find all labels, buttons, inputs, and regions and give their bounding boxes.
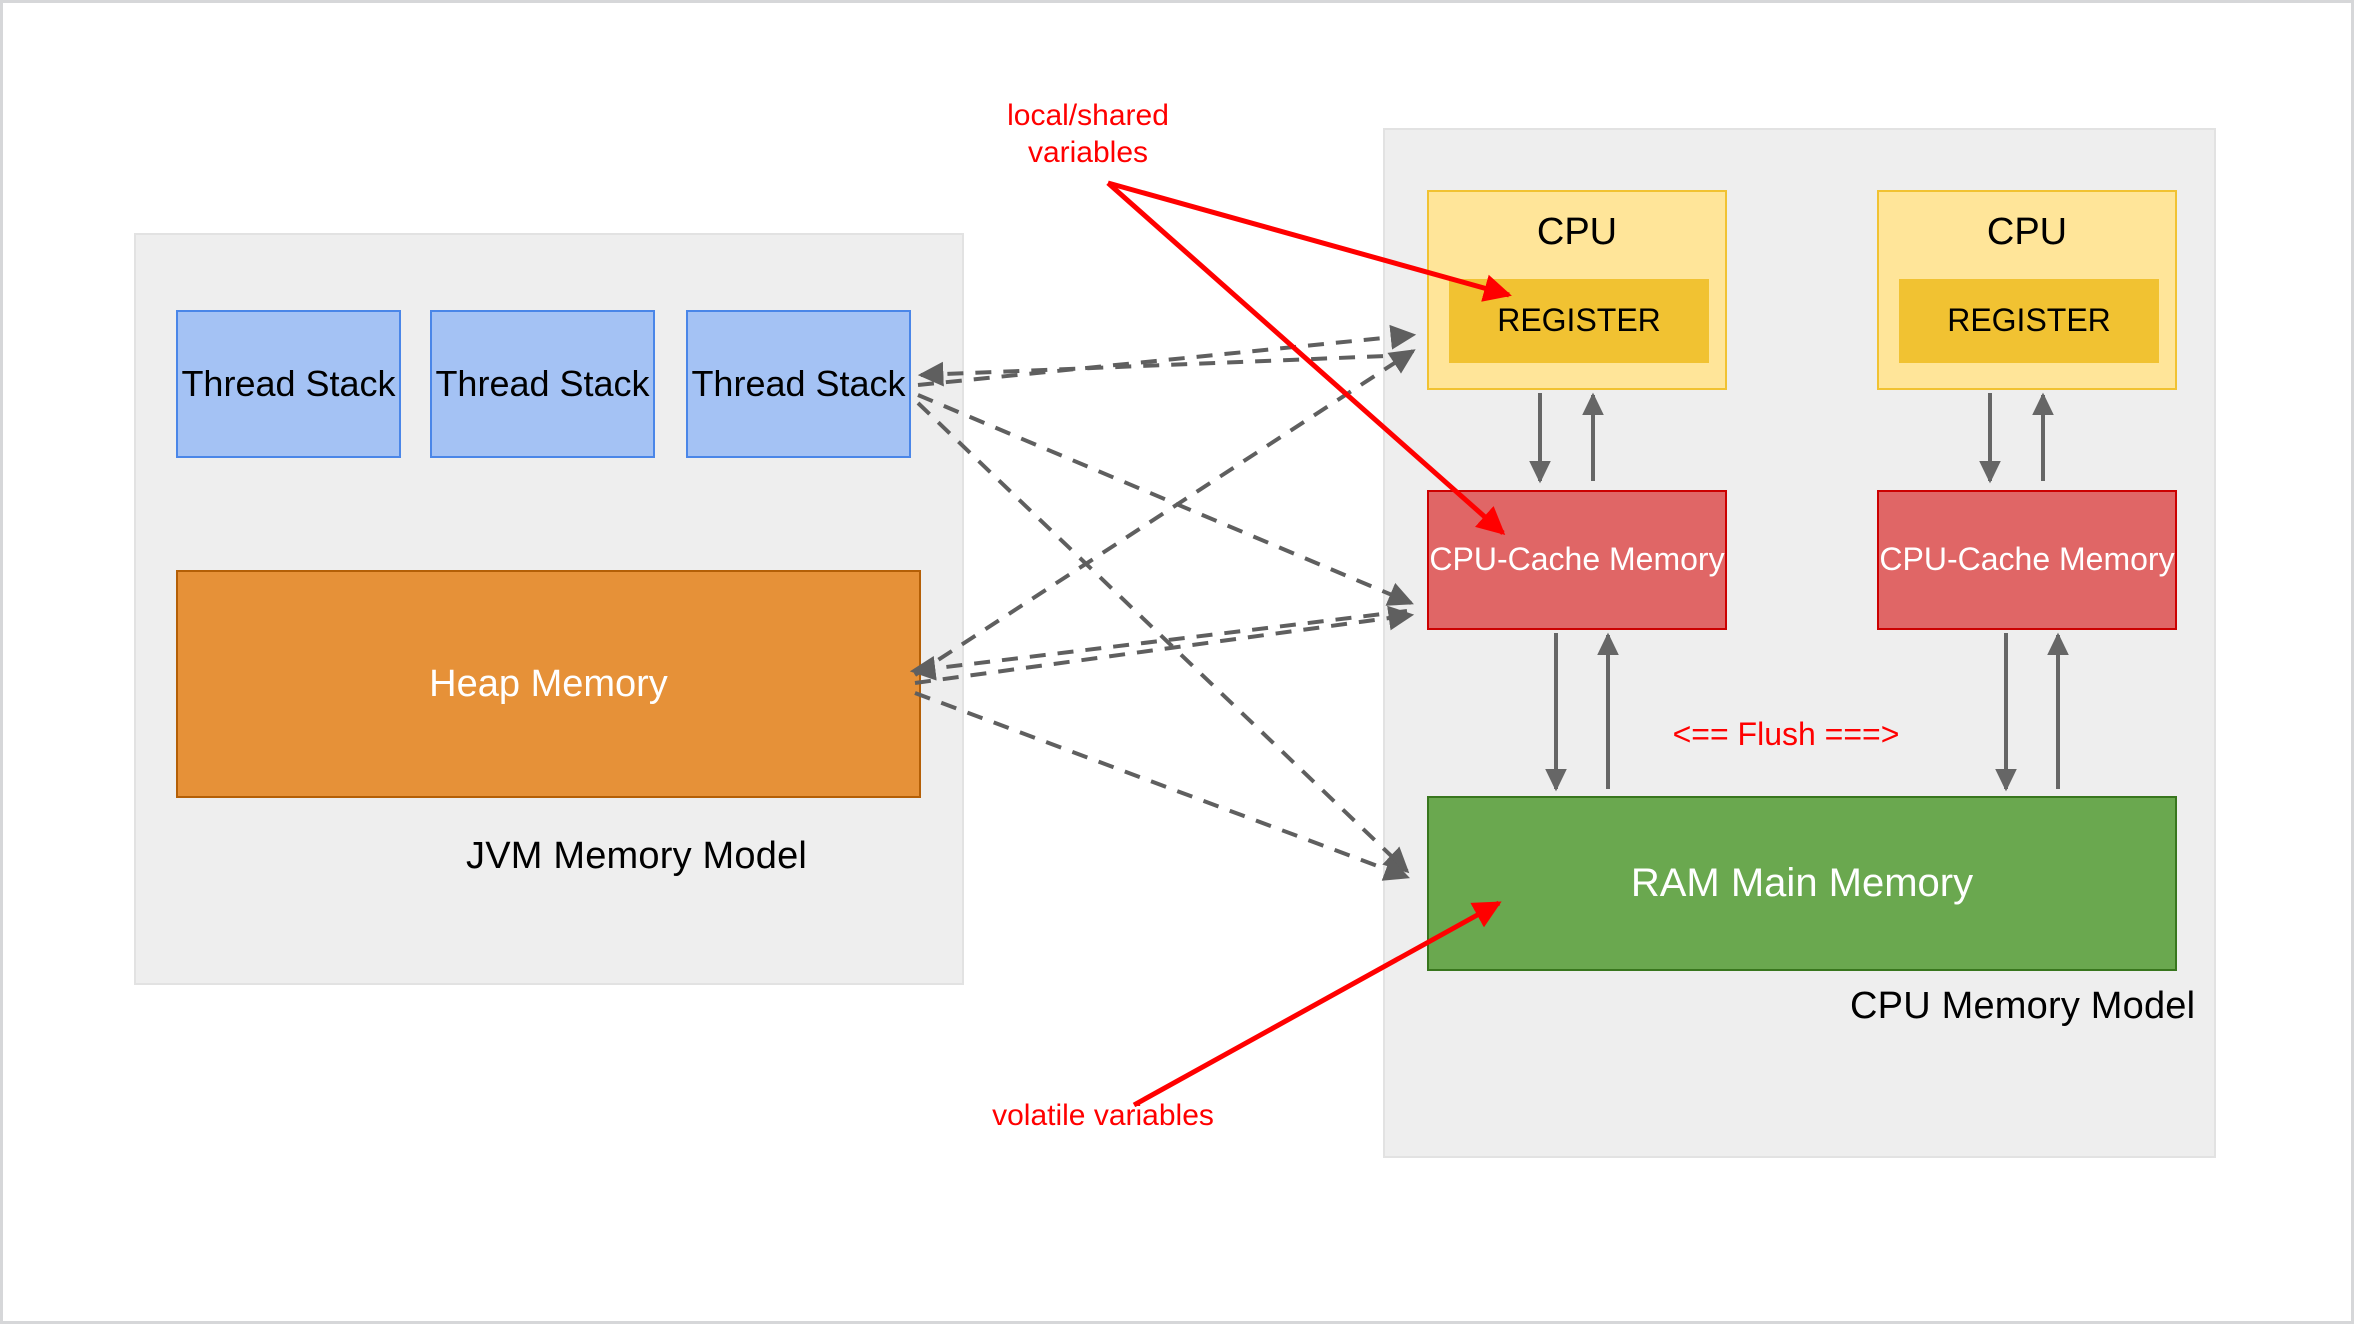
jvm-panel-title: JVM Memory Model xyxy=(466,835,808,877)
cpu-label-2: CPU xyxy=(1986,211,2068,253)
annotation-flush-label: <== Flush ===> xyxy=(1672,716,1900,752)
cpu-box-1[interactable]: CPU REGISTER xyxy=(1427,190,1727,390)
cpu-panel-title: CPU Memory Model xyxy=(1850,985,2196,1027)
thread-stack-box-1[interactable]: Thread Stack xyxy=(176,310,401,458)
connector-threadstack-to-cache xyxy=(917,393,1414,606)
connector-threadstack-to-ram xyxy=(916,401,1410,874)
connector-threadstack-to-register xyxy=(917,324,1417,387)
register-box-1[interactable]: REGISTER xyxy=(1449,279,1709,363)
annotation-local-shared-variables: local/shared variables xyxy=(1007,99,1169,169)
connector-heap-to-cache xyxy=(914,605,1415,685)
annotation-volatile-variables: volatile variables xyxy=(992,1099,1214,1132)
thread-stack-box-3[interactable]: Thread Stack xyxy=(686,310,911,458)
connector-heap-to-ram xyxy=(914,691,1410,881)
connector-cache-to-heap xyxy=(909,609,1408,681)
thread-stack-box-2[interactable]: Thread Stack xyxy=(430,310,655,458)
cpu-label-1: CPU xyxy=(1536,211,1618,253)
connector-heap-to-register xyxy=(913,349,1416,677)
ram-main-memory-box[interactable]: RAM Main Memory xyxy=(1427,796,2177,971)
jvm-memory-model-panel: Thread Stack Thread Stack Thread Stack H… xyxy=(134,233,964,985)
cpu-box-2[interactable]: CPU REGISTER xyxy=(1877,190,2177,390)
cpu-cache-memory-box-2[interactable]: CPU-Cache Memory xyxy=(1877,490,2177,630)
cpu-memory-model-panel: CPU REGISTER CPU REGISTER CPU-Cache Memo… xyxy=(1383,128,2216,1158)
cpu-cache-memory-box-1[interactable]: CPU-Cache Memory xyxy=(1427,490,1727,630)
heap-memory-box[interactable]: Heap Memory xyxy=(176,570,921,798)
register-box-2[interactable]: REGISTER xyxy=(1899,279,2159,363)
connector-register-to-threadstack xyxy=(917,353,1412,387)
